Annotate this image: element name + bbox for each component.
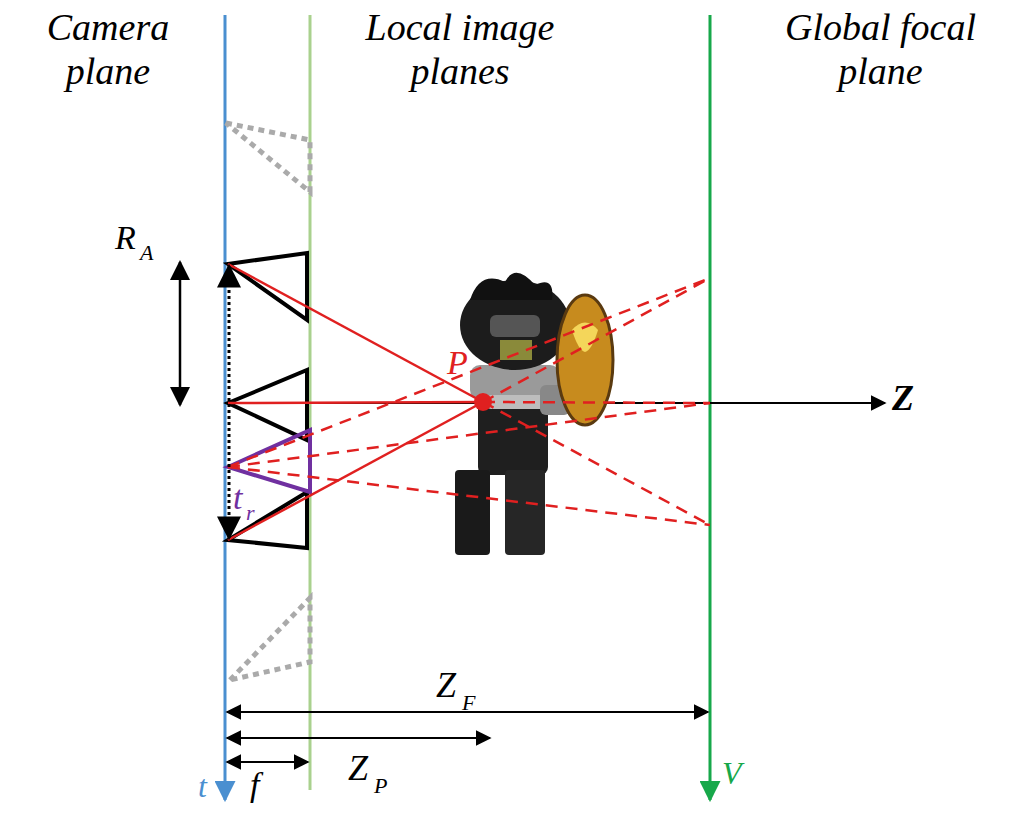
- axis-label: t: [198, 768, 207, 805]
- subscript: A: [140, 240, 153, 265]
- baseline-arrow: [228, 266, 231, 538]
- f-dimension: [227, 761, 308, 763]
- subscript: F: [462, 690, 475, 715]
- rays: [228, 264, 710, 540]
- dimension-label: Z: [436, 665, 456, 706]
- dimension-label: f: [250, 765, 259, 804]
- ra-arrow: [179, 262, 182, 405]
- camera-plane-line: [224, 15, 227, 800]
- axis-label: V: [722, 755, 742, 792]
- plane-title: Global focal plane: [743, 6, 1018, 93]
- subscript: r: [246, 500, 255, 525]
- plane-title: Camera plane: [8, 6, 208, 93]
- focal-plane-line: [709, 15, 712, 800]
- axis-label: Z: [892, 378, 914, 419]
- plane-title: Local image planes: [330, 6, 590, 93]
- subscript: P: [374, 773, 387, 798]
- knight-figure: [455, 273, 613, 555]
- dimension-label: R: [115, 218, 136, 257]
- dimension-label: Z: [348, 748, 368, 789]
- camera-label: t: [233, 478, 242, 517]
- point-label: P: [447, 343, 468, 382]
- zp-dimension: [227, 737, 490, 739]
- point-p: [474, 393, 492, 411]
